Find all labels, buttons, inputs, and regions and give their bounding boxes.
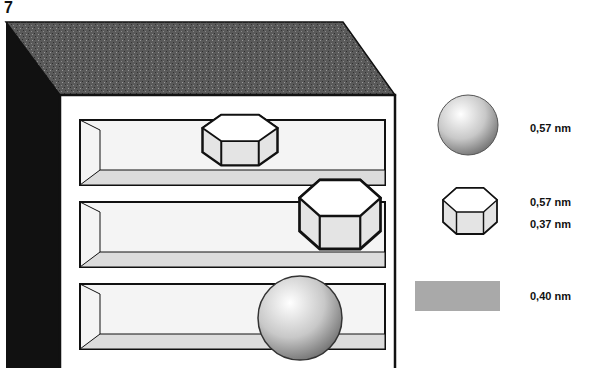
pore-size-swatch <box>415 281 500 311</box>
figure-number: 7 <box>4 0 13 17</box>
dimension-label: 0,57 nm <box>530 196 571 208</box>
dimension-label: 0,40 nm <box>530 290 571 302</box>
dimension-label: 0,37 nm <box>530 218 571 230</box>
dimension-label: 0,57 nm <box>530 122 571 134</box>
